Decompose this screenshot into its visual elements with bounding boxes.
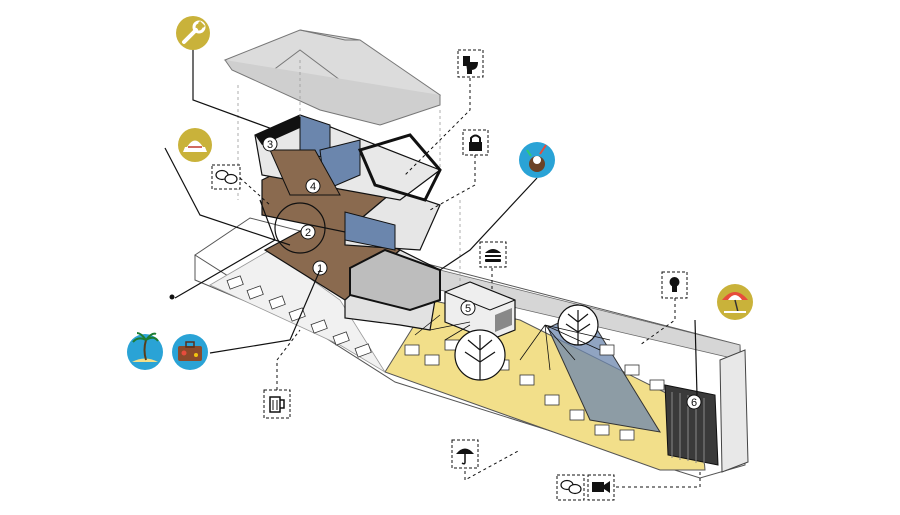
end-wall bbox=[719, 349, 749, 473]
leader-lines bbox=[164, 48, 698, 396]
kiosk bbox=[444, 281, 516, 341]
lightbulb-icon bbox=[661, 271, 688, 299]
marker-label: 2 bbox=[305, 227, 311, 239]
beach-umbrella-icon bbox=[717, 284, 753, 320]
first-floor-blue bbox=[344, 211, 396, 251]
marker-3: 3 bbox=[262, 136, 278, 152]
marker-label: 4 bbox=[310, 181, 316, 193]
marker-label: 5 bbox=[465, 303, 471, 315]
hat-icon bbox=[178, 128, 212, 162]
marker-4: 4 bbox=[305, 178, 321, 194]
speech-bubbles-icon bbox=[556, 474, 585, 501]
marker-2: 2 bbox=[300, 224, 316, 240]
ground-floor-room bbox=[349, 248, 441, 312]
marker-6: 6 bbox=[686, 394, 702, 410]
roof bbox=[223, 29, 442, 126]
marker-label: 1 bbox=[317, 263, 323, 275]
stair-circle bbox=[274, 202, 326, 254]
beer-mug-icon bbox=[263, 389, 291, 419]
tree-right bbox=[557, 304, 599, 346]
pergola-lines bbox=[414, 314, 611, 371]
coconut-drink-icon bbox=[519, 142, 555, 178]
burger-icon bbox=[479, 241, 507, 268]
second-floor-outer-wall bbox=[357, 133, 442, 202]
wrench-icon bbox=[176, 16, 210, 50]
umbrella-icon bbox=[451, 439, 479, 469]
dashed-leaders bbox=[239, 78, 701, 488]
second-floor-left-wall bbox=[255, 115, 300, 145]
marker-1: 1 bbox=[312, 260, 328, 276]
marker-label: 3 bbox=[267, 139, 273, 151]
lock-icon bbox=[462, 129, 489, 156]
leader-dot bbox=[169, 294, 175, 300]
speech-bubbles-icon bbox=[211, 164, 241, 190]
palm-island-icon bbox=[127, 332, 163, 370]
marker-5: 5 bbox=[460, 300, 476, 316]
street-tables bbox=[226, 275, 372, 358]
marker-label: 6 bbox=[691, 397, 697, 409]
second-floor-brown bbox=[269, 149, 341, 196]
toilet-icon bbox=[457, 49, 484, 78]
video-camera-icon bbox=[587, 474, 615, 501]
tree-left bbox=[454, 329, 506, 381]
slatted-block bbox=[664, 384, 719, 466]
suitcase-icon bbox=[172, 334, 208, 370]
